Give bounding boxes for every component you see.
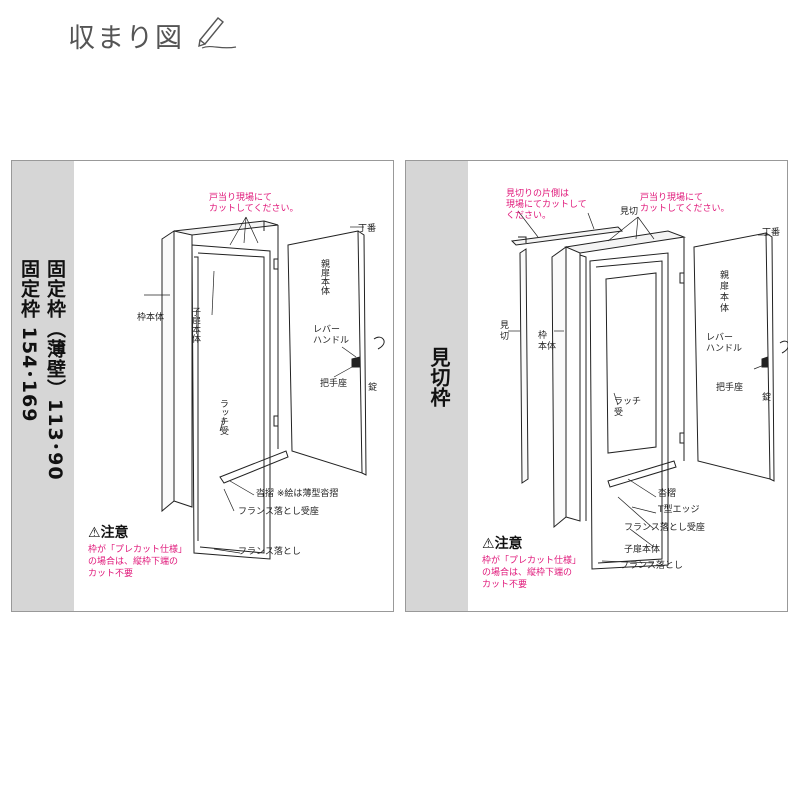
right-door-diagram [508, 210, 788, 570]
label-sill: 沓摺 [658, 489, 677, 499]
page-title: 収まり図 [68, 23, 184, 54]
label-cut-note: 戸当り現場にて カットしてください。 [640, 193, 730, 214]
label-cut-note: 戸当り現場にて カットしてください。 [209, 193, 299, 214]
label-handle-seat: 把手座 [716, 383, 744, 393]
label-parent-leaf: 親扉本体 [319, 259, 329, 295]
pencil-icon [198, 17, 237, 49]
label-mikiri-note: 見切りの片側は 現場にてカットして ください。 [506, 189, 587, 221]
label-flush-bolt-seat: フランス落とし受座 [624, 523, 705, 533]
label-child-leaf: 子扉本体 [624, 545, 661, 555]
sidebar-label-mikiri: 見切枠 [427, 347, 451, 407]
label-flush-bolt: フランス落とし [620, 561, 683, 571]
warning-icon: ⚠ [88, 525, 101, 541]
sidebar-label-thin-wall: 固定枠（薄壁）113･90 [44, 259, 66, 481]
left-diagram-panel: 固定枠（薄壁）113･90 固定枠 154･169 [11, 160, 394, 612]
label-lock: 錠 [368, 383, 378, 393]
label-handle-seat: 把手座 [320, 379, 348, 389]
label-mikiri-side: 見 切 [500, 321, 510, 342]
right-diagram-panel: 見切枠 [405, 160, 788, 612]
label-latch: ラッチ受 [218, 399, 228, 435]
label-lever-handle: レバー ハンドル [313, 325, 350, 346]
label-flush-bolt-seat: フランス落とし受座 [238, 507, 319, 517]
label-flush-bolt: フランス落とし [238, 547, 301, 557]
label-mikiri: 見切 [620, 207, 639, 217]
caution-text: 枠が「プレカット仕様」 の場合は、縦枠下端の カット不要 [482, 556, 582, 590]
label-lever-handle: レバー ハンドル [706, 333, 743, 354]
label-t-edge: T型エッジ [658, 505, 700, 515]
label-sill: 沓摺 ※絵は薄型沓摺 [256, 489, 339, 499]
left-sidebar: 固定枠（薄壁）113･90 固定枠 154･169 [12, 161, 74, 611]
label-parent-leaf: 親 扉 本 体 [720, 271, 730, 314]
label-child-leaf: 子扉本体 [190, 307, 200, 343]
label-latch: ラッチ 受 [614, 397, 642, 418]
label-frame-body: 枠本体 [137, 313, 165, 323]
caution-heading: ⚠注意 [482, 536, 523, 552]
right-sidebar: 見切枠 [406, 161, 468, 611]
left-door-diagram [144, 216, 385, 560]
caution-heading: ⚠注意 [88, 525, 129, 541]
label-hinge: 丁番 [358, 224, 377, 234]
label-lock: 錠 [762, 393, 772, 403]
label-frame-body: 枠 本体 [538, 331, 557, 352]
caution-text: 枠が「プレカット仕様」 の場合は、縦枠下端の カット不要 [88, 545, 188, 579]
label-hinge: 丁番 [762, 228, 781, 238]
sidebar-label-fixed-frame: 固定枠 154･169 [18, 259, 40, 423]
warning-icon: ⚠ [482, 536, 495, 552]
